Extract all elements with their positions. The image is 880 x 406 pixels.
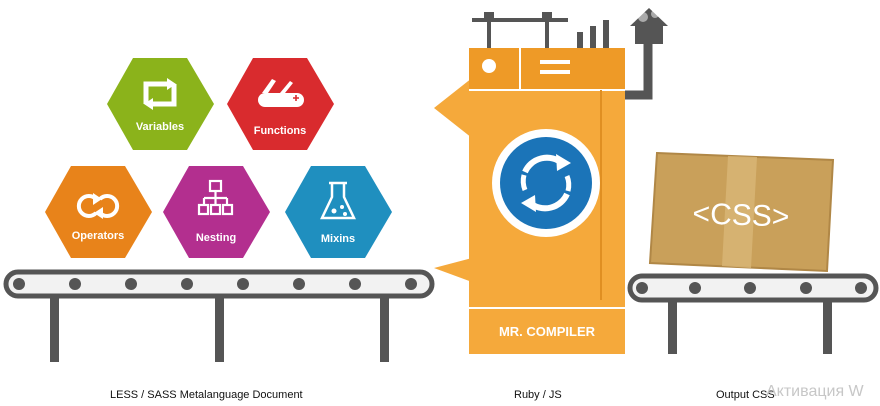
css-box: <CSS>: [650, 153, 833, 271]
compiler-machine: MR. COMPILER: [434, 8, 668, 354]
activation-watermark: Активация W: [766, 383, 864, 401]
feature-label: Nesting: [196, 232, 236, 244]
caption-source: LESS / SASS Metalanguage Document: [110, 389, 303, 401]
hex-functions: Functions: [227, 58, 334, 150]
css-box-label: <CSS>: [692, 197, 790, 233]
feature-label: Operators: [72, 230, 125, 242]
hex-variables: Variables: [107, 58, 214, 150]
right-conveyor: [630, 276, 876, 354]
hex-mixins: Mixins: [285, 166, 392, 258]
feature-label: Variables: [136, 121, 184, 133]
left-conveyor: [6, 272, 432, 362]
hex-operators: Operators: [45, 166, 152, 258]
compiler-label: MR. COMPILER: [499, 324, 596, 339]
feature-label: Functions: [254, 125, 307, 137]
caption-engine: Ruby / JS: [514, 389, 562, 401]
hex-nesting: Nesting: [163, 166, 270, 258]
feature-label: Mixins: [321, 233, 355, 245]
